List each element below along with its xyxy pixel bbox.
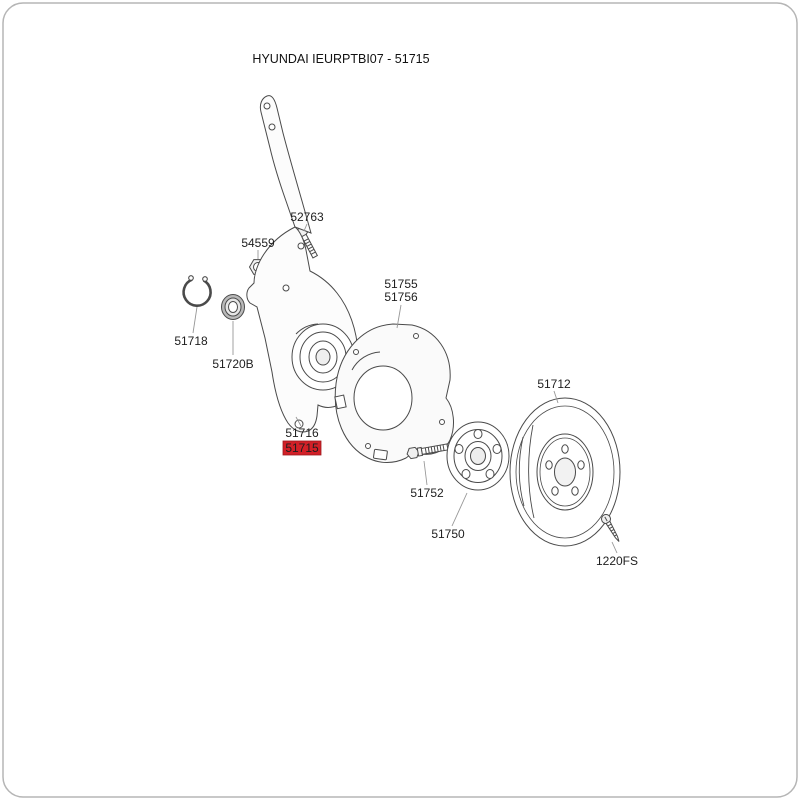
part-label-51750[interactable]: 51750	[431, 527, 465, 541]
hub-drawing	[446, 421, 510, 491]
part-label-54559[interactable]: 54559	[241, 236, 275, 250]
part-label-51715-highlighted[interactable]: 51715	[282, 440, 322, 456]
part-label-51716[interactable]: 51716	[285, 426, 319, 440]
leader-line	[611, 541, 618, 554]
leader-line	[396, 304, 402, 329]
knuckle-drawing	[246, 95, 359, 433]
brake-disc-drawing	[509, 397, 621, 547]
part-label-52763[interactable]: 52763	[290, 210, 324, 224]
leader-lines	[192, 223, 618, 554]
parts-artwork	[182, 95, 621, 547]
leader-line	[553, 390, 559, 404]
part-label-51712[interactable]: 51712	[537, 377, 571, 391]
part-label-51752[interactable]: 51752	[410, 486, 444, 500]
leader-line	[451, 492, 468, 527]
diagram-title: HYUNDAI IEURPTBI07 - 51715	[252, 52, 429, 66]
part-label-51715-text: 51715	[285, 441, 319, 455]
part-label-1220FS[interactable]: 1220FS	[596, 554, 638, 568]
hub-bolt-drawing	[406, 443, 449, 460]
highlight-box	[282, 440, 322, 456]
screw-drawing	[601, 514, 620, 542]
part-label-51756[interactable]: 51756	[384, 290, 418, 304]
part-label-51718[interactable]: 51718	[174, 334, 208, 348]
part-labels: 52763 54559 51718 51720B 51716 51715 517…	[174, 210, 638, 568]
dust-shield-drawing	[334, 323, 454, 463]
leader-line	[192, 306, 198, 334]
leader-line	[423, 460, 428, 486]
seal-drawing	[221, 294, 245, 320]
leader-line	[303, 223, 308, 232]
part-label-51755[interactable]: 51755	[384, 277, 418, 291]
part-label-51720B[interactable]: 51720B	[212, 357, 253, 371]
leader-line	[295, 416, 302, 427]
snap-ring-drawing	[182, 275, 212, 307]
